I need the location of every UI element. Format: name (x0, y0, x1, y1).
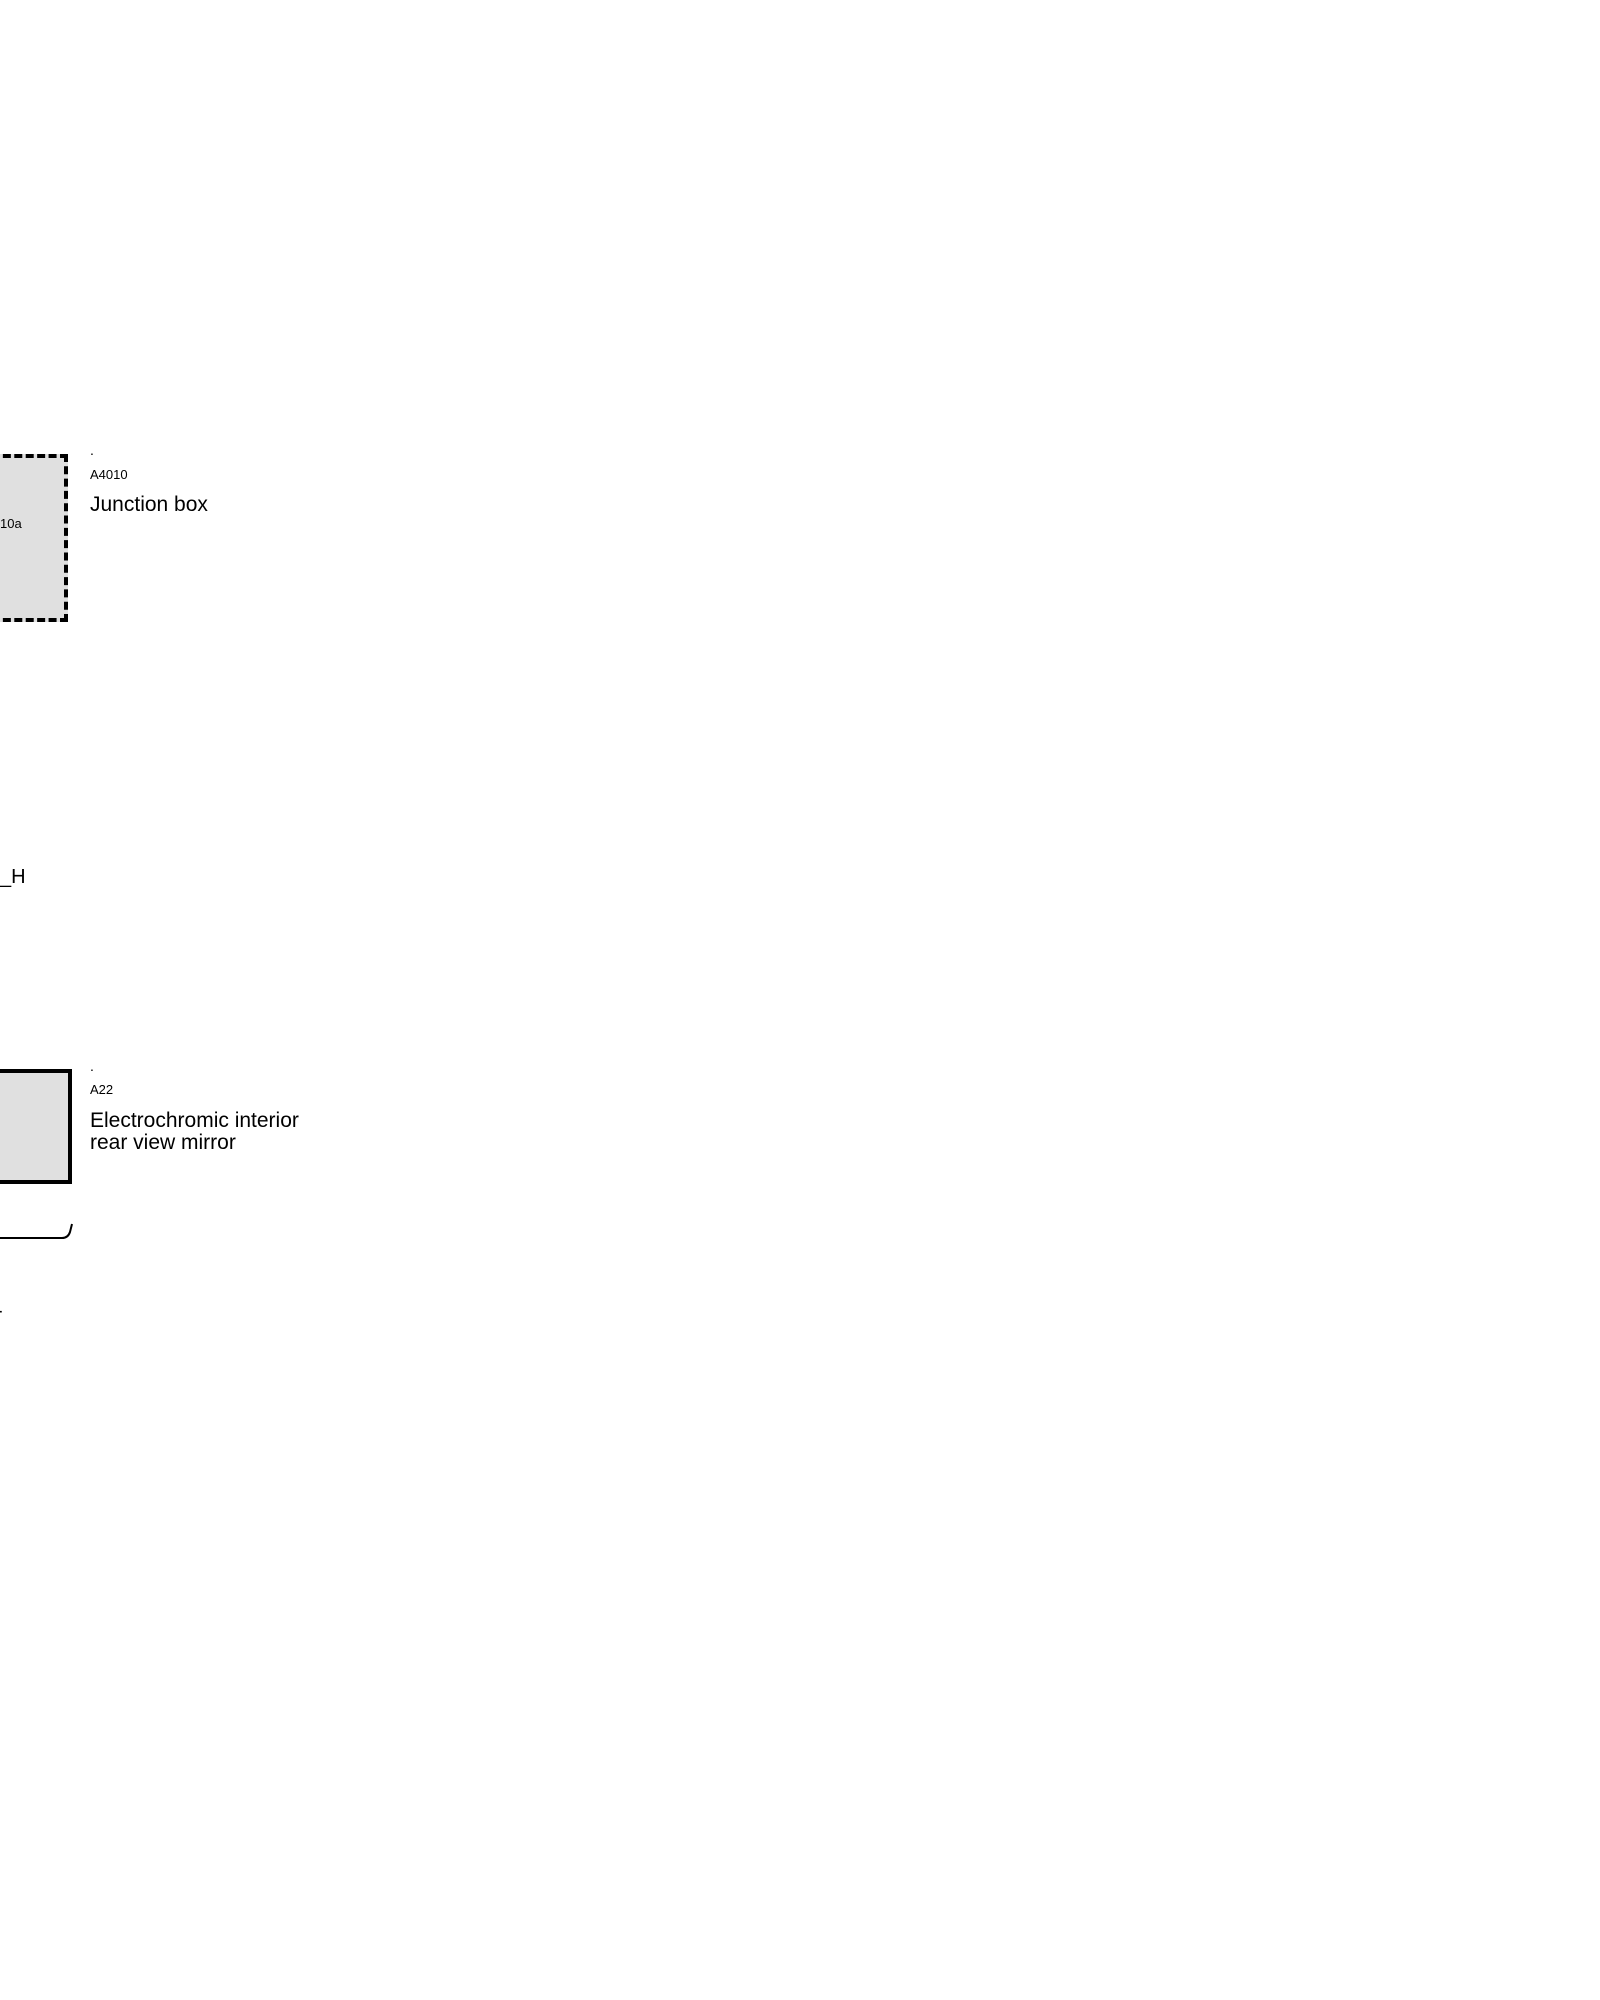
signal-label: _H (0, 866, 26, 888)
mirror-dot: . (90, 1058, 94, 1074)
junction-box-outline (0, 454, 68, 622)
connector-bracket-line (0, 1223, 73, 1239)
mirror-name: Electrochromic interior rear view mirror (90, 1110, 350, 1154)
bottom-label: - (0, 1300, 3, 1323)
mirror-code: A22 (90, 1082, 114, 1097)
junction-box-dot: . (90, 442, 94, 458)
mirror-name-line1: Electrochromic interior (90, 1109, 299, 1132)
mirror-box-outline (0, 1069, 72, 1184)
junction-box-pin-label: 10a (0, 516, 22, 531)
mirror-name-line2: rear view mirror (90, 1131, 236, 1154)
junction-box-code: A4010 (90, 467, 128, 482)
connector-bracket (0, 1223, 73, 1239)
junction-box-name: Junction box (90, 493, 208, 516)
